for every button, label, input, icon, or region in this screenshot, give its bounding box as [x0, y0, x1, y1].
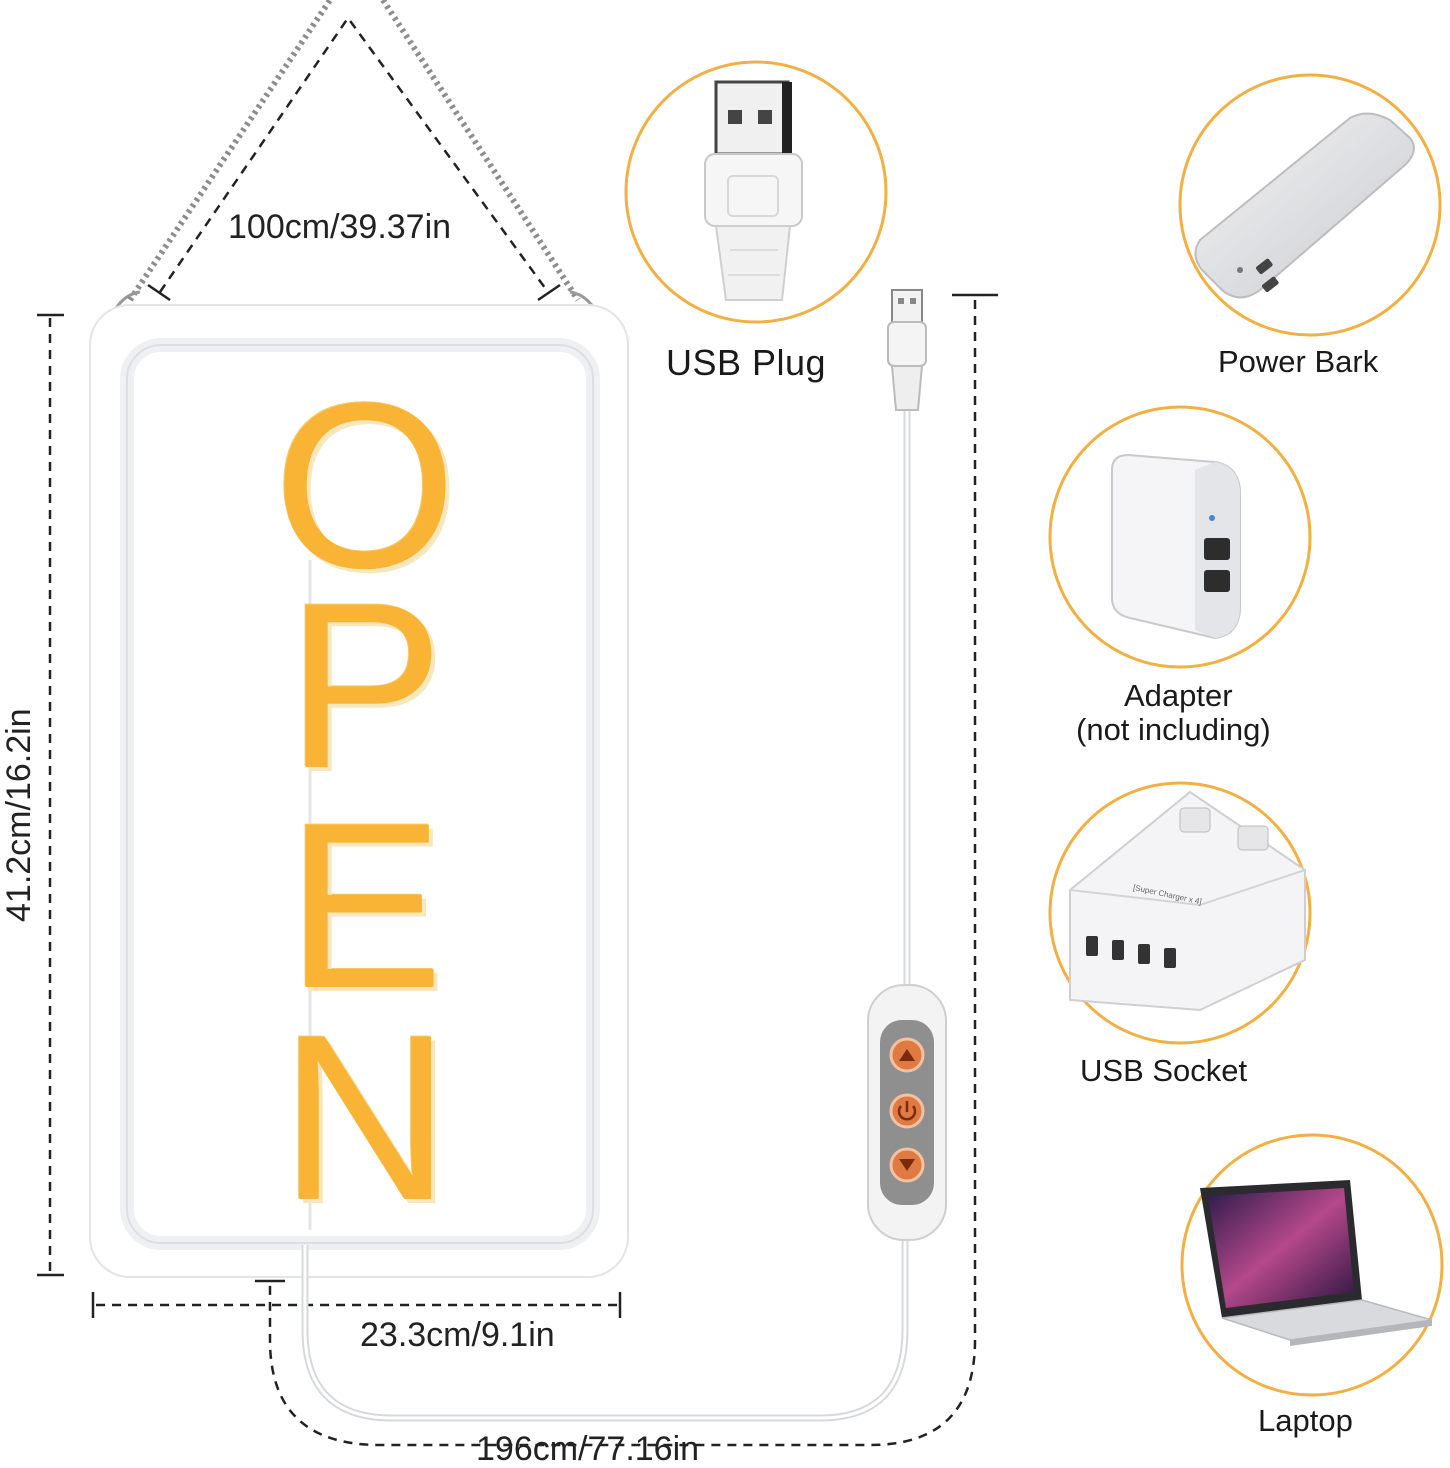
neon-letter-n: N: [279, 986, 451, 1250]
dimmer-controller: [867, 984, 947, 1241]
power-button: [889, 1093, 925, 1129]
power-bank-label: Power Bark: [1218, 344, 1379, 379]
sign-panel: [89, 304, 629, 1278]
usb-plug-icon: [704, 80, 803, 301]
usb-plug-circle: [624, 60, 888, 324]
brightness-up-button: [889, 1037, 925, 1073]
neon-letter-e: E: [286, 774, 444, 1038]
adapter-note-label: (not including): [1076, 712, 1271, 747]
chain-dimension-line: [158, 15, 550, 293]
usb-socket-label: USB Socket: [1080, 1053, 1248, 1088]
wall-adapter-icon: [1111, 453, 1241, 640]
height-dimension-line: [37, 313, 64, 1277]
hanging-chain: [105, 0, 605, 329]
usb-plug-label: USB Plug: [666, 342, 827, 383]
laptop-icon: [1200, 1180, 1433, 1346]
power-cable: [301, 410, 911, 1422]
width-label: 23.3cm/9.1in: [360, 1316, 555, 1354]
adapter-label: Adapter: [1124, 678, 1233, 713]
brightness-down-button: [889, 1147, 925, 1183]
laptop-circle: [1180, 1133, 1444, 1397]
usb-socket-icon: [1069, 790, 1306, 1012]
power-bank-circle: [1178, 73, 1442, 337]
cable-dimension-line: [255, 293, 998, 1447]
cable-length-label: 196cm/77.16in: [476, 1430, 700, 1468]
usb-socket-circle: [1048, 781, 1312, 1045]
neon-letter-o: O: [273, 354, 457, 618]
chain-length-label: 100cm/39.37in: [228, 208, 452, 246]
power-bank-icon: [1194, 112, 1415, 299]
adapter-circle: [1048, 405, 1312, 669]
width-dimension-line: [91, 1292, 622, 1318]
laptop-label: Laptop: [1258, 1403, 1353, 1438]
height-label: 41.2cm/16.2in: [0, 708, 38, 922]
neon-letter-p: P: [286, 554, 444, 818]
cable-usb-plug-icon: [887, 289, 927, 411]
